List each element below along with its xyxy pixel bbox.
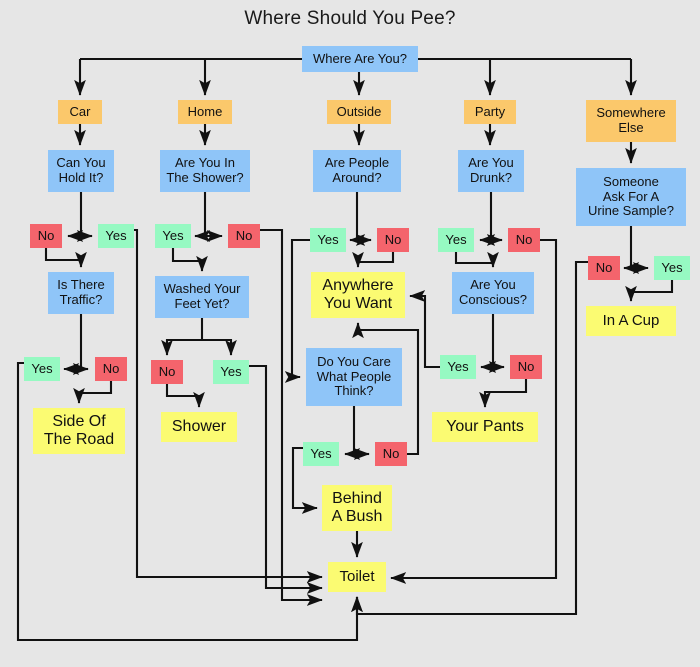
node-somewhere-else[interactable]: Somewhere Else <box>586 100 676 142</box>
answer-sample-yes[interactable]: Yes <box>654 256 690 280</box>
answer-conscious-no[interactable]: No <box>510 355 542 379</box>
answer-traffic-no[interactable]: No <box>95 357 127 381</box>
answer-traffic-yes[interactable]: Yes <box>24 357 60 381</box>
node-are-people-around[interactable]: Are People Around? <box>313 150 401 192</box>
answer-feet-yes[interactable]: Yes <box>213 360 249 384</box>
node-are-you-in-the-shower[interactable]: Are You In The Shower? <box>160 150 250 192</box>
node-is-there-traffic[interactable]: Is There Traffic? <box>48 272 114 314</box>
answer-shower-yes[interactable]: Yes <box>155 224 191 248</box>
answer-people-no[interactable]: No <box>377 228 409 252</box>
node-anywhere-you-want[interactable]: Anywhere You Want <box>311 272 405 318</box>
node-someone-ask-for-a-urine-sample[interactable]: Someone Ask For A Urine Sample? <box>576 168 686 226</box>
node-shower[interactable]: Shower <box>161 412 237 442</box>
node-side-of-the-road[interactable]: Side Of The Road <box>33 408 125 454</box>
node-where-are-you[interactable]: Where Are You? <box>302 46 418 72</box>
answer-drunk-yes[interactable]: Yes <box>438 228 474 252</box>
page-title: Where Should You Pee? <box>244 8 456 29</box>
node-car[interactable]: Car <box>58 100 102 124</box>
node-your-pants[interactable]: Your Pants <box>432 412 538 442</box>
answer-drunk-no[interactable]: No <box>508 228 540 252</box>
node-behind-a-bush[interactable]: Behind A Bush <box>322 485 392 531</box>
node-in-a-cup[interactable]: In A Cup <box>586 306 676 336</box>
answer-shower-no[interactable]: No <box>228 224 260 248</box>
node-washed-your-feet-yet[interactable]: Washed Your Feet Yet? <box>155 276 249 318</box>
node-home[interactable]: Home <box>178 100 232 124</box>
node-are-you-conscious[interactable]: Are You Conscious? <box>452 272 534 314</box>
answer-feet-no[interactable]: No <box>151 360 183 384</box>
node-party[interactable]: Party <box>464 100 516 124</box>
node-can-you-hold-it[interactable]: Can You Hold It? <box>48 150 114 192</box>
node-outside[interactable]: Outside <box>327 100 391 124</box>
node-are-you-drunk[interactable]: Are You Drunk? <box>458 150 524 192</box>
answer-conscious-yes[interactable]: Yes <box>440 355 476 379</box>
answer-care-no[interactable]: No <box>375 442 407 466</box>
answer-people-yes[interactable]: Yes <box>310 228 346 252</box>
node-toilet[interactable]: Toilet <box>328 562 386 592</box>
node-do-you-care-what-people-think[interactable]: Do You Care What People Think? <box>306 348 402 406</box>
answer-hold-yes[interactable]: Yes <box>98 224 134 248</box>
answer-hold-no[interactable]: No <box>30 224 62 248</box>
answer-sample-no[interactable]: No <box>588 256 620 280</box>
answer-care-yes[interactable]: Yes <box>303 442 339 466</box>
